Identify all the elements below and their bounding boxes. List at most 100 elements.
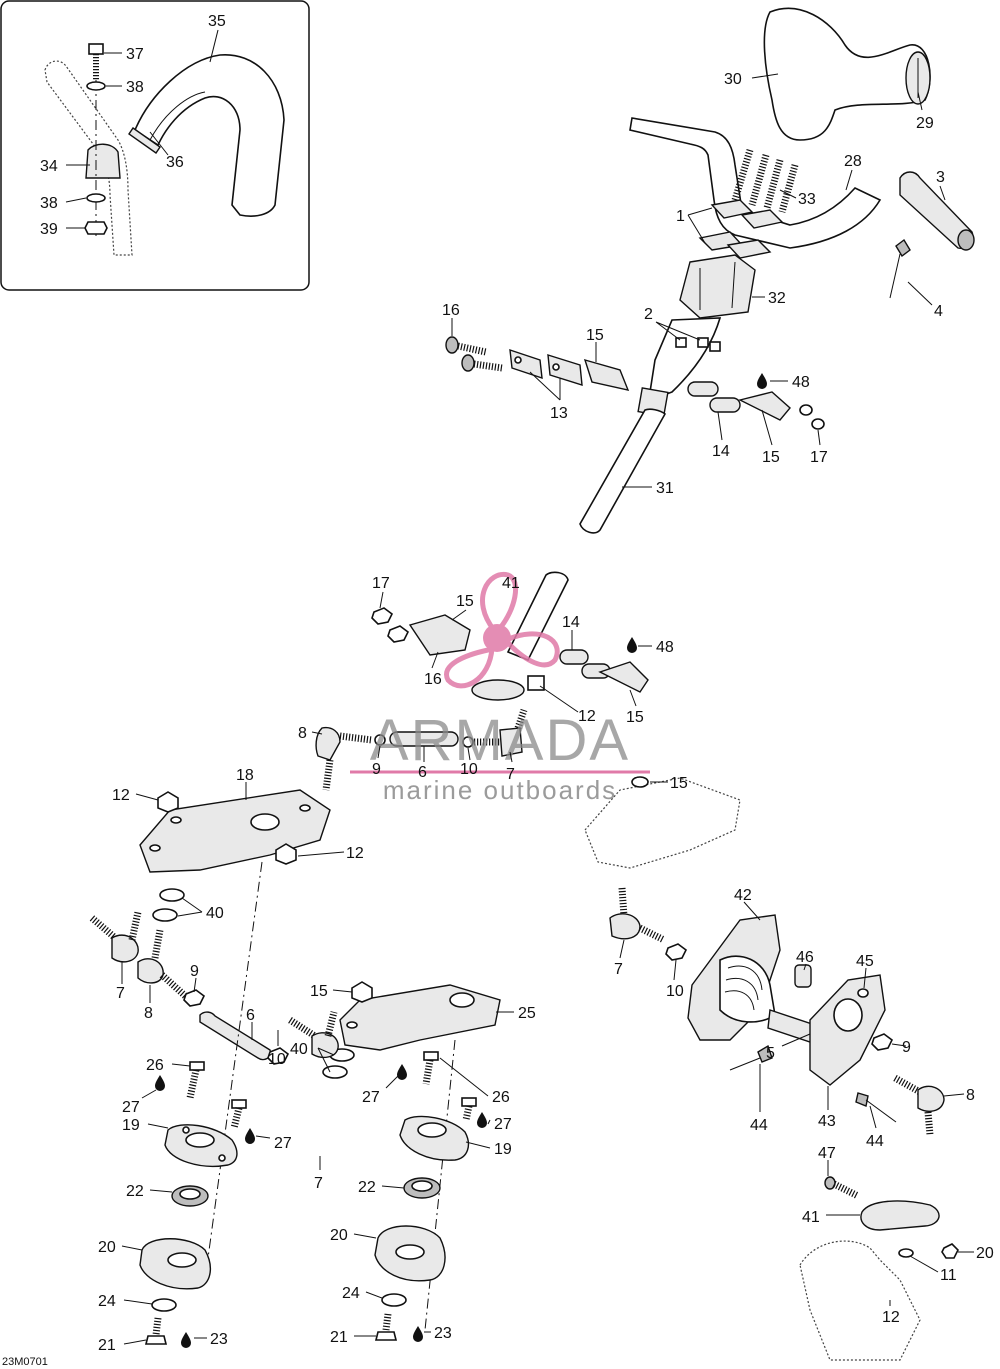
callout: 18 [236, 767, 254, 784]
callout: 30 [724, 71, 742, 88]
bracket-15a [583, 358, 630, 391]
callout: 3 [936, 169, 945, 186]
callout: 14 [562, 614, 580, 631]
callout: 32 [768, 290, 786, 307]
callout: 15 [670, 775, 688, 792]
callout: 9 [902, 1039, 911, 1056]
washer-38 [86, 81, 106, 91]
callout: 23 [210, 1331, 228, 1348]
callout: 42 [734, 887, 752, 904]
nut-39 [84, 221, 108, 235]
nut-17b [811, 418, 825, 430]
nut-17d [387, 625, 410, 643]
bolts-16 [445, 336, 503, 372]
bearing-22-center-inner [411, 1180, 433, 1192]
nut-2c [709, 341, 721, 352]
callout: 8 [144, 1005, 153, 1022]
tie-rod-6-lower [199, 1011, 272, 1061]
oil-drop-icon [245, 1128, 255, 1144]
fitting-44a [729, 1044, 773, 1071]
phantom-bracket [799, 1240, 921, 1361]
handlebar-pad [128, 54, 285, 217]
bracket-15d [598, 661, 649, 693]
callout: 17 [810, 449, 828, 466]
washer-40b [152, 908, 178, 922]
leader-lines [65, 29, 974, 1345]
callout: 6 [246, 1007, 255, 1024]
callout: 31 [656, 480, 674, 497]
callout: 8 [298, 725, 307, 742]
callout: 17 [372, 575, 390, 592]
bracket-19-left [164, 1124, 238, 1167]
callout: 44 [750, 1117, 768, 1134]
callout: 15 [626, 709, 644, 726]
oil-drop-icon [181, 1332, 191, 1348]
bracket-19-center [399, 1115, 470, 1161]
callout: 34 [40, 158, 58, 175]
axis-line-left [204, 861, 263, 1281]
callout: 16 [424, 671, 442, 688]
nut-9-left [183, 989, 206, 1007]
bolt-37 [88, 43, 104, 80]
callout: 20 [330, 1227, 348, 1244]
bracket-15b [737, 391, 791, 421]
bolts-33 [731, 148, 799, 213]
clamp-1 [698, 199, 784, 259]
nut-12a [157, 791, 179, 813]
callout: 44 [866, 1133, 884, 1150]
callout: 10 [460, 761, 478, 778]
callout: 16 [442, 302, 460, 319]
housing-42 [687, 914, 781, 1041]
callout: 33 [798, 191, 816, 208]
callout: 37 [126, 46, 144, 63]
callout: 25 [518, 1005, 536, 1022]
callout: 48 [656, 639, 674, 656]
spacer-46 [794, 964, 812, 988]
fitting-4 [889, 238, 911, 299]
callout: 5 [766, 1045, 775, 1062]
callout: 48 [792, 374, 810, 391]
callout: 38 [40, 195, 58, 212]
callout: 19 [494, 1141, 512, 1158]
steering-plate-18 [139, 789, 331, 873]
callout: 29 [916, 115, 934, 132]
handlebar-cover [763, 7, 931, 141]
grip [899, 171, 975, 251]
callout: 15 [310, 983, 328, 1000]
callout: 21 [330, 1329, 348, 1346]
steering-plate-25 [339, 984, 501, 1051]
callout: 7 [314, 1175, 323, 1192]
callout: 47 [818, 1145, 836, 1162]
callout: 9 [190, 963, 199, 980]
callout: 15 [762, 449, 780, 466]
callout: 43 [818, 1113, 836, 1130]
bolt-21-left [144, 1317, 168, 1345]
callout: 39 [40, 221, 58, 238]
callout: 2 [644, 306, 653, 323]
nut-12b [275, 843, 297, 865]
callout: 7 [614, 961, 623, 978]
inset-frame [0, 0, 310, 291]
nut-17a [799, 404, 813, 416]
callout: 38 [126, 79, 144, 96]
bracket-20-left [139, 1238, 212, 1290]
nut-15-plate25 [351, 981, 373, 1003]
rod-end-7-center [288, 1011, 339, 1059]
bracket-43 [809, 974, 886, 1086]
column-flange [471, 679, 525, 701]
callout: 19 [122, 1117, 140, 1134]
steering-column [579, 317, 722, 534]
oil-drop-icon [397, 1064, 407, 1080]
rod-end-8-left [137, 929, 195, 1005]
callout-labels: 35 37 38 34 38 39 36 30 29 28 3 33 1 32 … [40, 13, 994, 1354]
callout: 6 [418, 764, 427, 781]
callout: 7 [506, 766, 515, 783]
callout: 15 [586, 327, 604, 344]
rod-end-7-left [89, 911, 142, 963]
bolts-26-left [186, 1061, 247, 1129]
callout: 12 [882, 1309, 900, 1326]
spacers-14 [687, 381, 741, 413]
callout: 10 [268, 1051, 286, 1068]
washer-11 [898, 1248, 914, 1258]
